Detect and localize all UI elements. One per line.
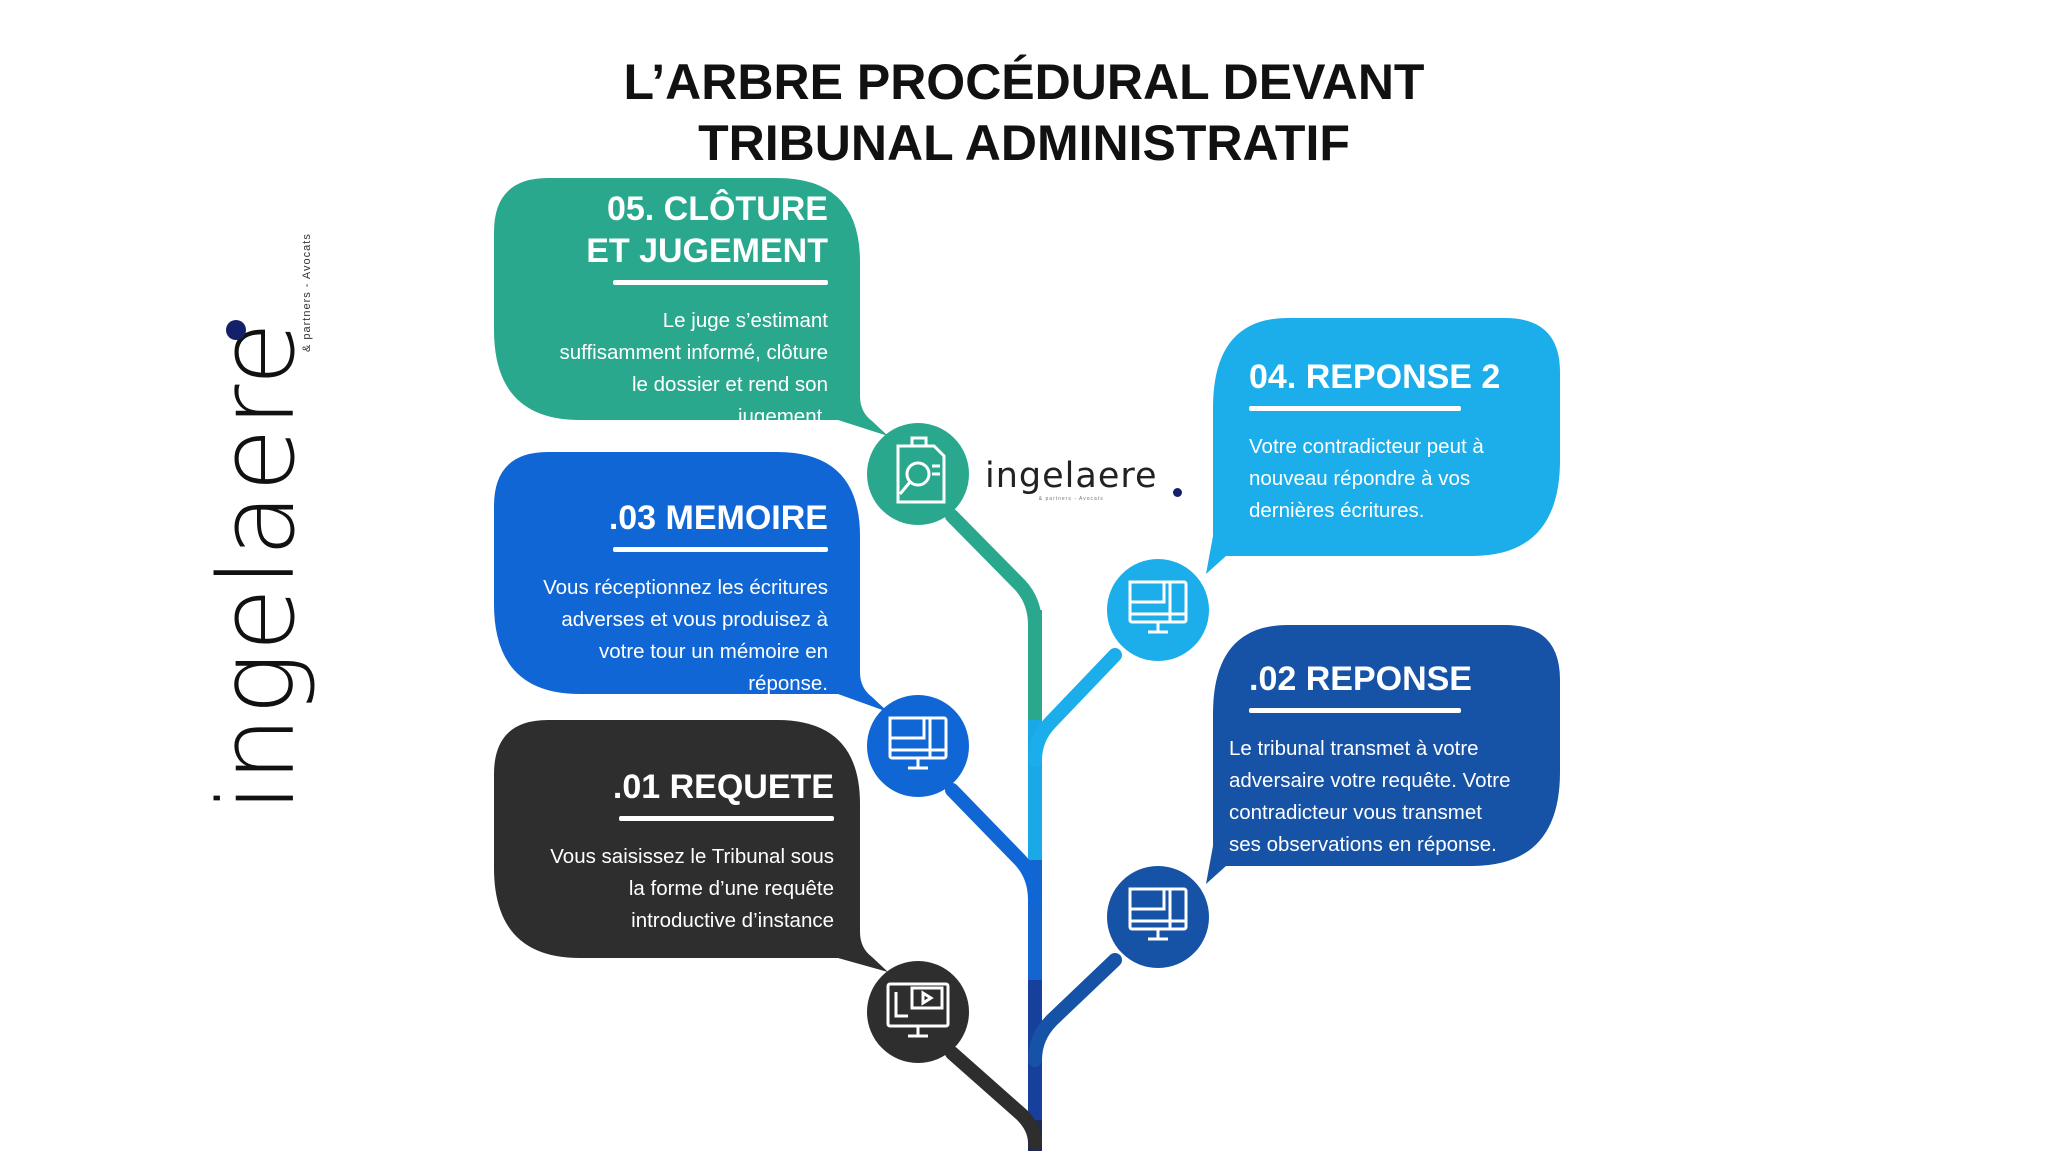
- step-02-body-line-1: Le tribunal transmet à votre: [1229, 737, 1479, 760]
- step-04-body-line-2: nouveau répondre à vos: [1249, 467, 1471, 490]
- step-01-body-line-1: Vous saisissez le Tribunal sous: [550, 845, 834, 868]
- step-01-body-line-3: introductive d’instance: [631, 909, 834, 932]
- step-04-body-line-1: Votre contradicteur peut à: [1249, 435, 1484, 458]
- branch-step-02: [1028, 953, 1122, 1067]
- bubble-step-03: [494, 452, 888, 712]
- computer-monitor-icon: [1128, 887, 1188, 941]
- step-03-body-line-3: votre tour un mémoire en: [598, 640, 828, 663]
- step-02-body-line-2: adversaire votre requête. Votre: [1229, 769, 1511, 792]
- node-step-03: [867, 695, 969, 797]
- step-03-body-line-2: adverses et vous produisez à: [561, 608, 828, 631]
- side-logo-dot: [226, 320, 246, 340]
- step-05-body-line-2: suffisamment informé, clôture: [559, 341, 828, 364]
- step-05-box: 05. CLÔTURE ET JUGEMENT Le juge s’estima…: [520, 188, 828, 433]
- branch-step-04: [1028, 648, 1122, 767]
- branch-step-05: [945, 509, 1042, 632]
- step-01-title: .01 REQUETE: [612, 768, 834, 806]
- computer-monitor-icon: [1128, 580, 1188, 634]
- center-logo: ingelaere & partners - Avocats: [985, 456, 1158, 502]
- node-step-05: [867, 423, 969, 525]
- step-05-body-line-4: jugement.: [737, 405, 828, 428]
- page-title-line-2: TRIBUNAL ADMINISTRATIF: [698, 115, 1350, 171]
- center-logo-dot: [1173, 488, 1182, 497]
- step-02-body-line-3: contradicteur vous transmet: [1229, 801, 1482, 824]
- center-logo-wordmark: ingelaere: [985, 456, 1158, 496]
- step-05-title-line-2: ET JUGEMENT: [586, 232, 828, 270]
- side-logo-subtitle: & partners - Avocats: [301, 233, 313, 352]
- bubble-step-04: [1206, 318, 1560, 574]
- branch-step-03: [945, 783, 1042, 907]
- step-03-title: .03 MEMOIRE: [608, 499, 828, 537]
- step-03-underline: [613, 547, 828, 552]
- step-03-box: .03 MEMOIRE Vous réceptionnez les écritu…: [510, 497, 828, 700]
- step-02-title: .02 REPONSE: [1249, 660, 1472, 698]
- step-05-title-line-1: 05. CLÔTURE: [606, 190, 828, 228]
- node-step-04: [1107, 559, 1209, 661]
- step-01-box: .01 REQUETE Vous saisissez le Tribunal s…: [510, 766, 834, 937]
- step-04-box: 04. REPONSE 2 Votre contradicteur peut à…: [1249, 356, 1549, 527]
- video-monitor-icon: [886, 982, 950, 1038]
- step-05-underline: [613, 280, 828, 285]
- step-04-body-line-3: dernières écritures.: [1249, 499, 1425, 522]
- step-03-body-line-1: Vous réceptionnez les écritures: [543, 576, 828, 599]
- bubble-step-01: [494, 720, 888, 972]
- step-05-body-line-1: Le juge s’estimant: [662, 309, 828, 332]
- node-step-02: [1107, 866, 1209, 968]
- computer-monitor-icon: [888, 716, 948, 770]
- step-02-body-line-4: ses observations en réponse.: [1229, 833, 1497, 856]
- side-logo-wordmark: ingelaere: [196, 320, 318, 812]
- step-02-underline: [1249, 708, 1461, 713]
- step-03-body-line-4: réponse.: [748, 672, 828, 695]
- node-step-01: [867, 961, 969, 1063]
- page-title-line-1: L’ARBRE PROCÉDURAL DEVANT: [623, 54, 1425, 110]
- step-04-title: 04. REPONSE 2: [1249, 358, 1501, 396]
- step-05-body-line-3: le dossier et rend son: [631, 373, 828, 396]
- step-04-underline: [1249, 406, 1461, 411]
- document-search-icon: [896, 436, 946, 504]
- branch-step-01: [945, 1046, 1042, 1150]
- step-01-body-line-2: la forme d’une requête: [628, 877, 834, 900]
- bubble-step-05: [494, 178, 888, 436]
- side-logo: ingelaere & partners - Avocats: [196, 233, 318, 812]
- step-01-underline: [619, 816, 834, 821]
- center-logo-subtitle: & partners - Avocats: [1038, 496, 1104, 502]
- step-02-box: .02 REPONSE Le tribunal transmet à votre…: [1229, 658, 1549, 861]
- bubble-step-02: [1206, 625, 1560, 884]
